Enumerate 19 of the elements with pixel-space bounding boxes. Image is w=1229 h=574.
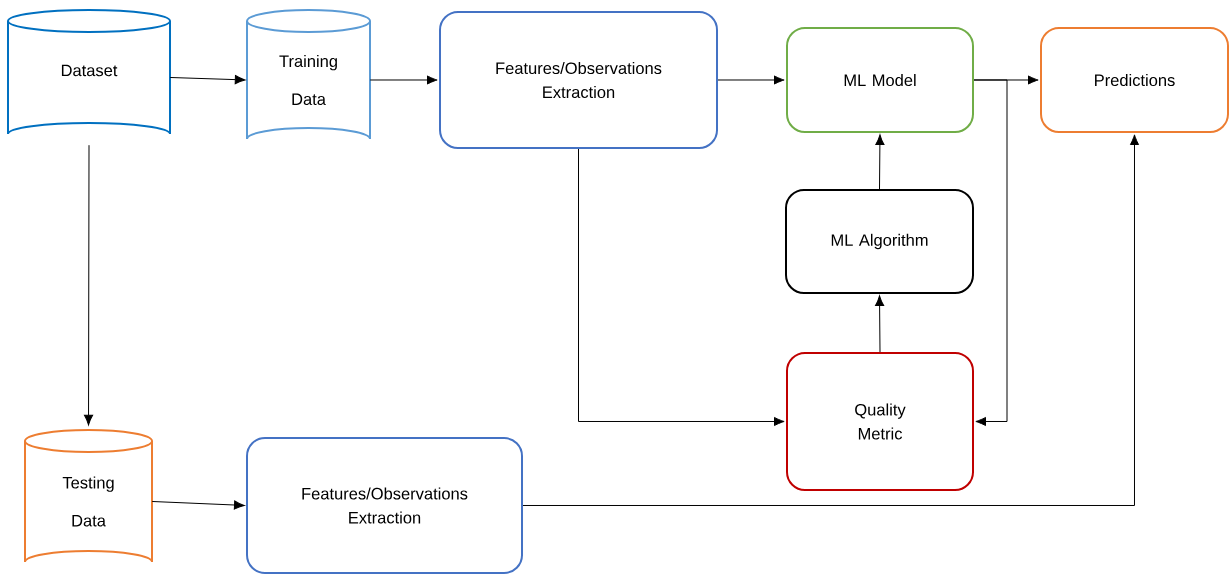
database-cylinder: Training Data — [246, 9, 371, 140]
arrow — [875, 134, 885, 190]
arrow — [151, 500, 245, 510]
arrow — [169, 75, 246, 85]
arrow — [578, 148, 785, 427]
arrow — [522, 134, 1140, 506]
process-box: Predictions — [1040, 27, 1229, 133]
arrow — [83, 144, 94, 426]
database-cylinder: Dataset — [7, 9, 171, 135]
process-box: Features/Observations Extraction — [246, 437, 523, 574]
process-box: ML Algorithm — [785, 189, 974, 294]
arrow — [369, 75, 438, 85]
database-cylinder: Testing Data — [24, 429, 153, 563]
arrow — [973, 79, 1008, 427]
process-box: Features/Observations Extraction — [439, 11, 718, 149]
arrow — [717, 75, 785, 85]
arrow — [875, 295, 885, 353]
process-box: ML Model — [786, 27, 974, 133]
process-box: Quality Metric — [786, 352, 974, 491]
